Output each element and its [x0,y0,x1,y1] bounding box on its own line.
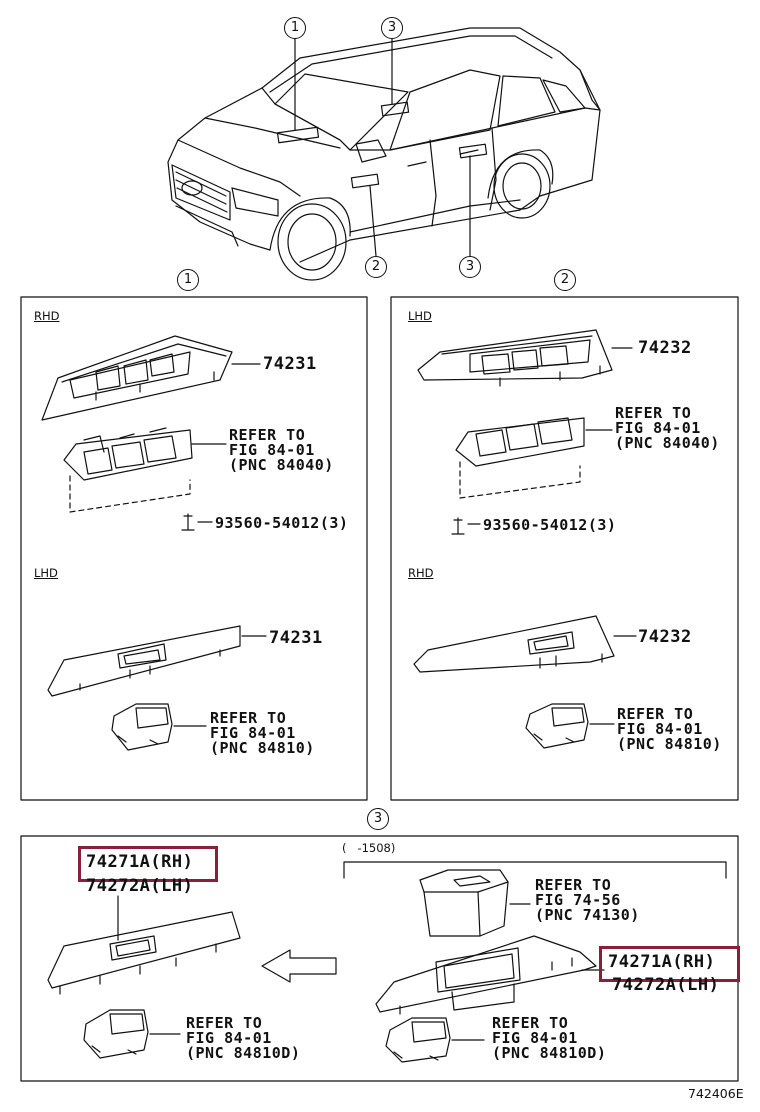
panel3-left-refer: REFER TO FIG 84-01 (PNC 84810D) [186,1014,301,1062]
panel1-lhd-trim [47,625,267,697]
panel3-left-trim [47,895,241,995]
figure-id: 742406E [688,1086,744,1101]
callout-3-panel: 3 [367,808,389,830]
panel1-rhd-part: 74231 [263,354,317,374]
panel2-rhd-part: 74232 [638,627,692,647]
panel2-rhd-switch [525,703,615,749]
panel1-rhd-screw: 93560-54012(3) [215,514,349,532]
vehicle-illustration [167,27,601,281]
panel2-lhd-trim [417,329,633,387]
direction-arrow [261,949,337,983]
panel1-rhd-trim [41,335,261,421]
panel3-left-part-lh: 74272A(LH) [86,876,194,896]
callout-2-panel: 2 [554,269,576,291]
panel-1-frame [20,296,368,801]
panel3-cup-holder [419,869,531,937]
panel1-lhd-part: 74231 [269,628,323,648]
callout-2-vehicle: 2 [365,256,387,278]
panel3-right-refer-top: REFER TO FIG 74-56 (PNC 74130) [535,876,640,924]
panel1-rhd-refer: REFER TO FIG 84-01 (PNC 84040) [229,426,334,474]
panel1-rhd-switch [63,427,227,531]
panel3-left-switch [83,1009,181,1059]
panel2-lhd-part: 74232 [638,338,692,358]
panel1-rhd-tag: RHD [34,309,60,323]
panel-2-frame [390,296,739,801]
highlight-right-part [599,946,740,982]
callout-3-vehicle: 3 [459,256,481,278]
panel3-right-part-rh: 74271A(RH) [608,952,716,972]
panel3-right-part-lh: 74272A(LH) [612,975,720,995]
panel2-lhd-screw: 93560-54012(3) [483,516,617,534]
panel2-rhd-tag: RHD [408,566,434,580]
panel3-range: ( -1508) [342,841,396,855]
panel1-lhd-switch [111,703,207,751]
panel2-lhd-switch [451,417,613,535]
callout-3-top: 3 [381,17,403,39]
panel3-right-refer: REFER TO FIG 84-01 (PNC 84810D) [492,1014,607,1062]
panel2-rhd-refer: REFER TO FIG 84-01 (PNC 84810) [617,705,722,753]
callout-1-top: 1 [284,17,306,39]
panel2-rhd-trim [413,615,637,673]
highlight-left-part [78,846,218,882]
panel1-lhd-refer: REFER TO FIG 84-01 (PNC 84810) [210,709,315,757]
panel1-lhd-tag: LHD [34,566,58,580]
panel3-right-switch [385,1017,485,1063]
panel3-right-trim [375,935,605,1015]
panel2-lhd-tag: LHD [408,309,432,323]
panel2-lhd-refer: REFER TO FIG 84-01 (PNC 84040) [615,404,720,452]
panel3-left-part-rh: 74271A(RH) [86,852,194,872]
callout-1-panel: 1 [177,269,199,291]
